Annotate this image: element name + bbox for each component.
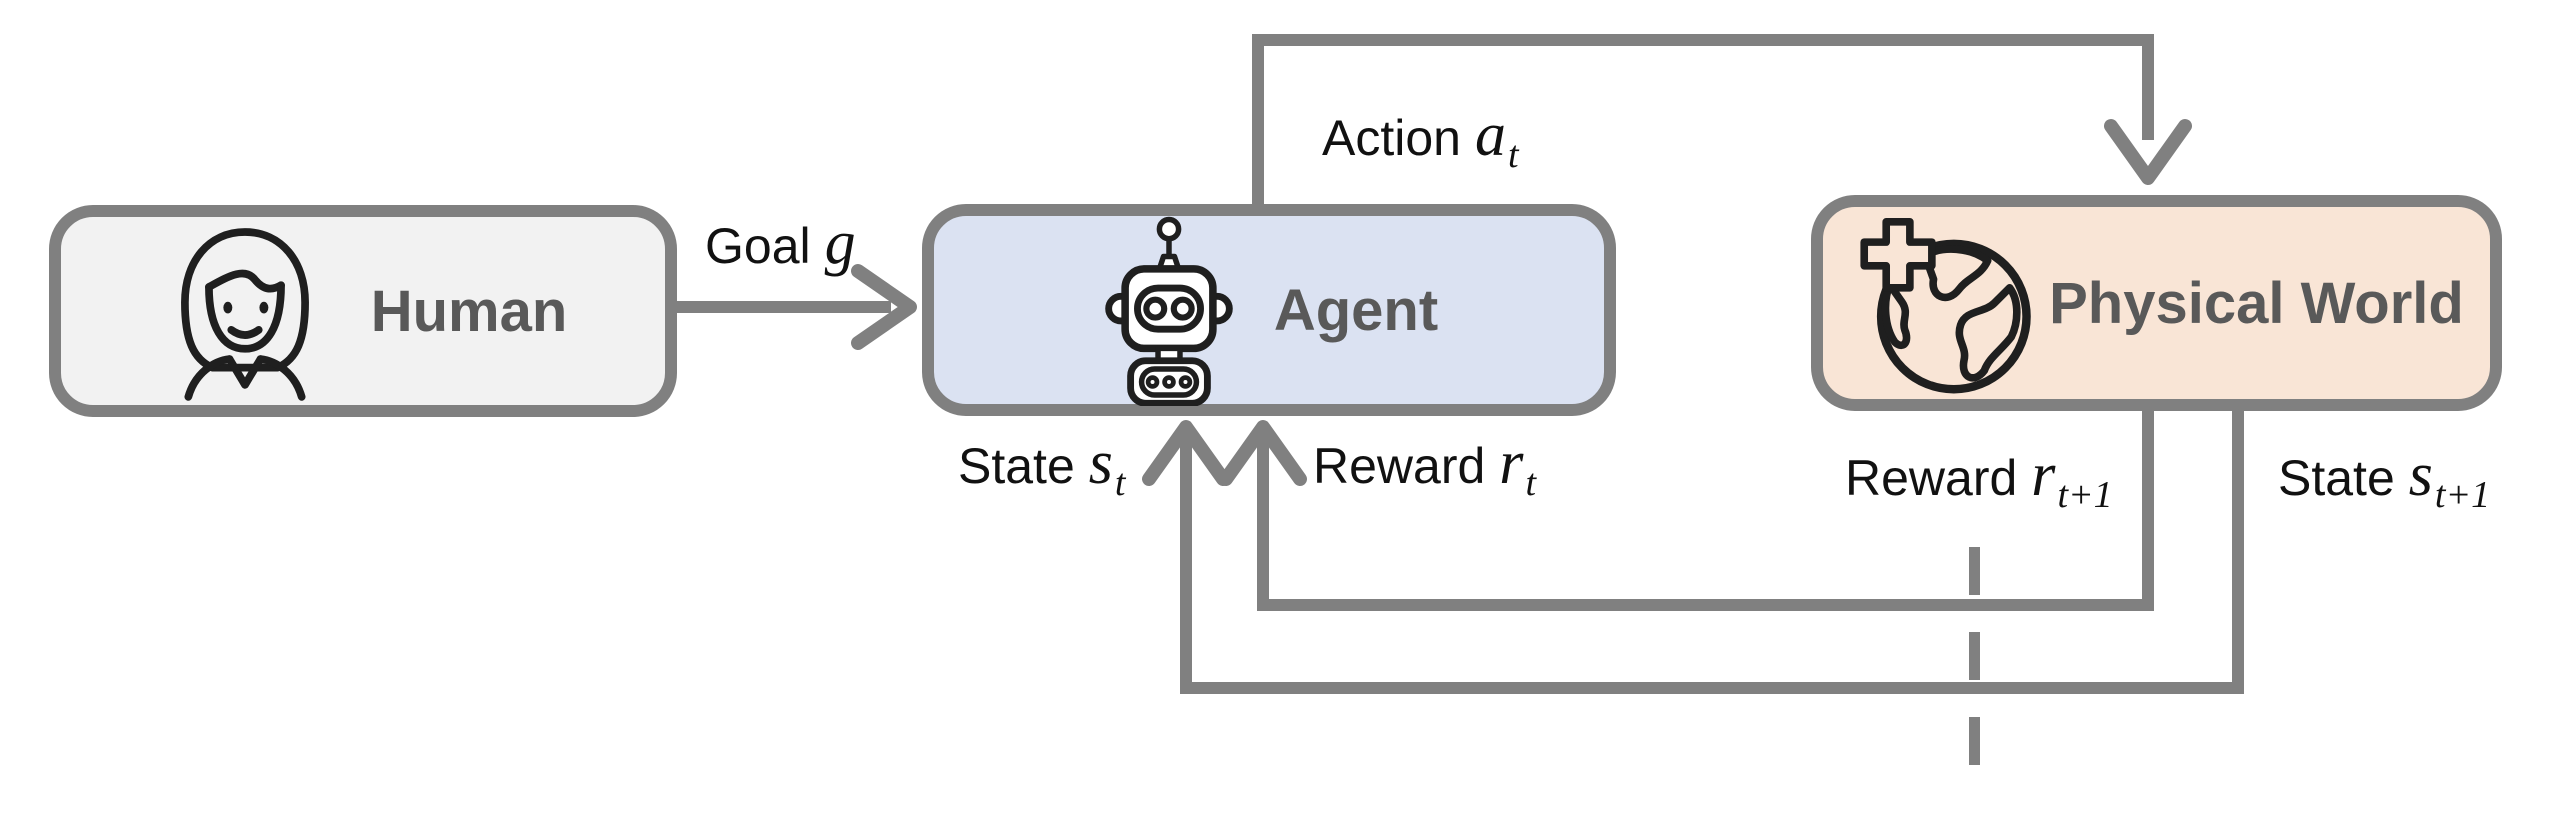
reward-arrowhead-up [1219,420,1307,486]
woman-icon [180,228,309,401]
human-box-label: Human [370,278,568,344]
human-box: Human [49,205,677,417]
globe-puzzle-icon [1860,218,2031,394]
action-line-horizontal-top [1252,34,2154,46]
action-arrowhead-down [2104,119,2192,185]
state-arrowhead-up [1142,420,1230,486]
state-line-horizontal [1180,682,2244,694]
physical-world-box: Physical World [1811,195,2502,411]
robot-icon [1105,216,1233,406]
agent-box: Agent [922,204,1616,416]
state-line-vertical-left [1180,424,1192,694]
agent-box-label: Agent [1273,277,1439,343]
goal-arrowhead-right [851,264,917,350]
reward-line-horizontal [1257,599,2154,611]
action-line-vertical-left [1252,34,1264,210]
timestep-divider-dashed-line [1969,547,1980,767]
state-line-vertical-right [2232,400,2244,694]
action-line-vertical-right [2142,34,2154,140]
physical-world-box-label: Physical World [2049,270,2464,336]
reward-line-vertical-left [1257,424,1269,611]
goal-arrow-shaft [677,301,891,313]
reward-line-vertical-right [2142,400,2154,611]
